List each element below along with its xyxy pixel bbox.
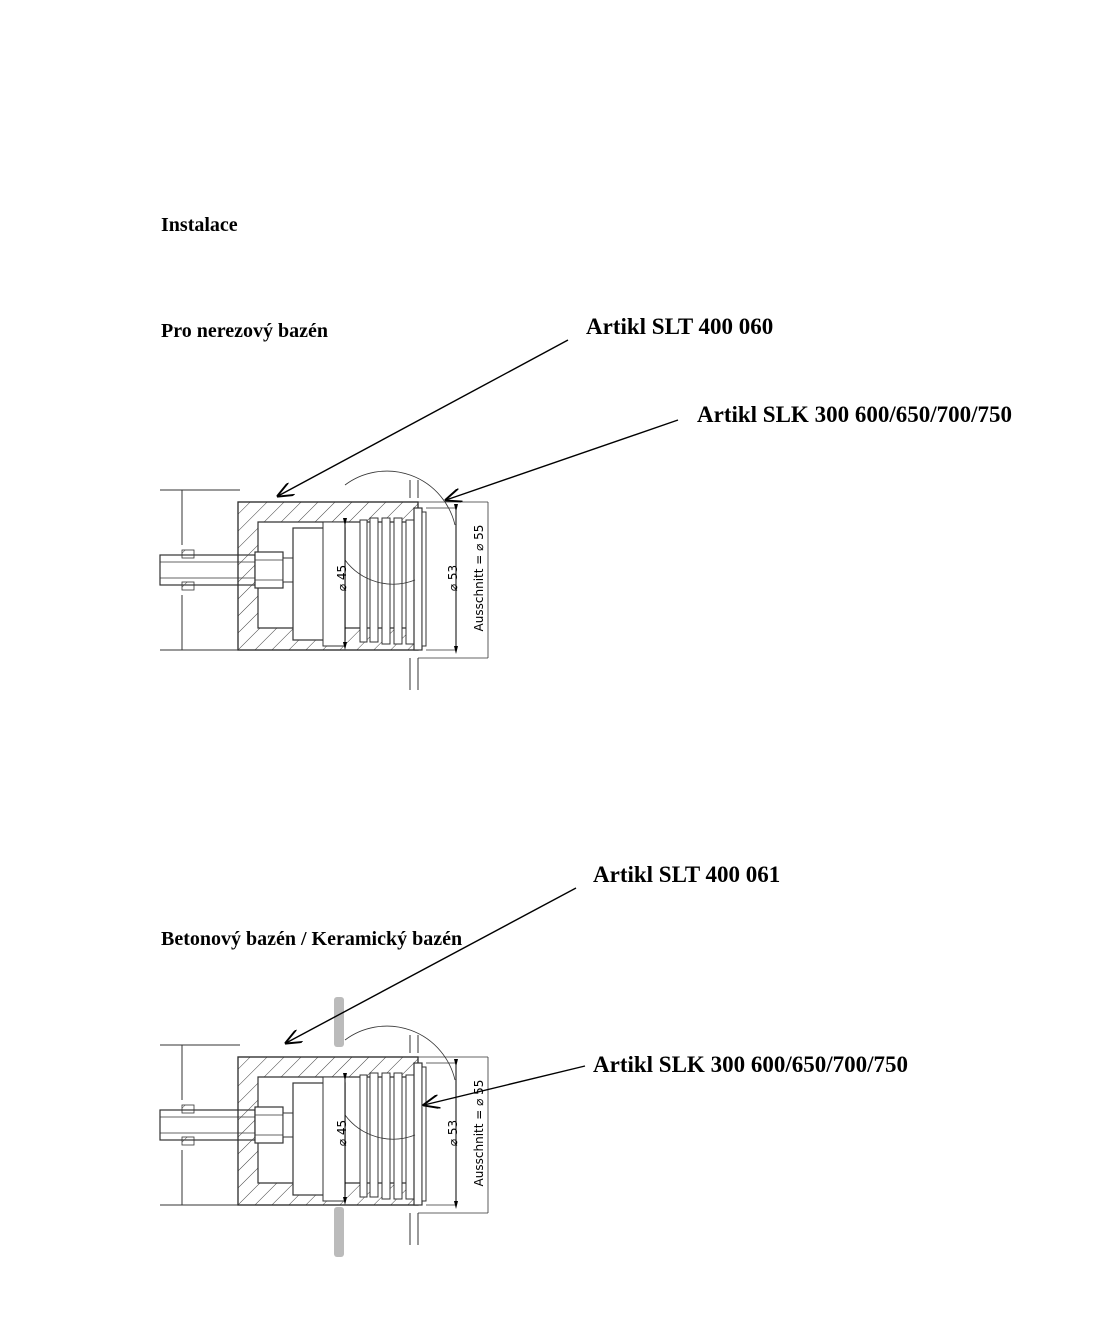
drawing-concrete-pool: ⌀ 45 ⌀ 53 Ausschnitt = ⌀ 55 (160, 997, 488, 1257)
dim-d45-2: ⌀ 45 (335, 1120, 349, 1146)
dim-cutout-2: Ausschnitt = ⌀ 55 (472, 1080, 486, 1187)
page-title: Instalace (161, 214, 238, 236)
leader-arrow-housing-1 (278, 339, 569, 496)
dim-d53-2: ⌀ 53 (446, 1120, 460, 1146)
section2-callout-lamp: Artikl SLK 300 600/650/700/750 (593, 1052, 908, 1077)
section2-heading: Betonový bazén / Keramický bazén (161, 928, 463, 950)
leader-arrow-housing-2 (286, 887, 577, 1043)
drawing-stainless-pool: ⌀ 45 ⌀ 53 Ausschnitt = ⌀ 55 (160, 471, 488, 690)
section2-callout-housing: Artikl SLT 400 061 (593, 862, 781, 887)
dim-cutout-1: Ausschnitt = ⌀ 55 (472, 525, 486, 632)
leader-arrow-lamp-1 (446, 419, 679, 500)
dim-d53-1: ⌀ 53 (446, 565, 460, 591)
leader-arrow-lamp-2 (424, 1065, 586, 1105)
dim-d45-1: ⌀ 45 (335, 565, 349, 591)
section1-callout-lamp: Artikl SLK 300 600/650/700/750 (697, 402, 1012, 427)
section1-callout-housing: Artikl SLT 400 060 (586, 314, 774, 339)
section1-heading: Pro nerezový bazén (161, 320, 329, 342)
